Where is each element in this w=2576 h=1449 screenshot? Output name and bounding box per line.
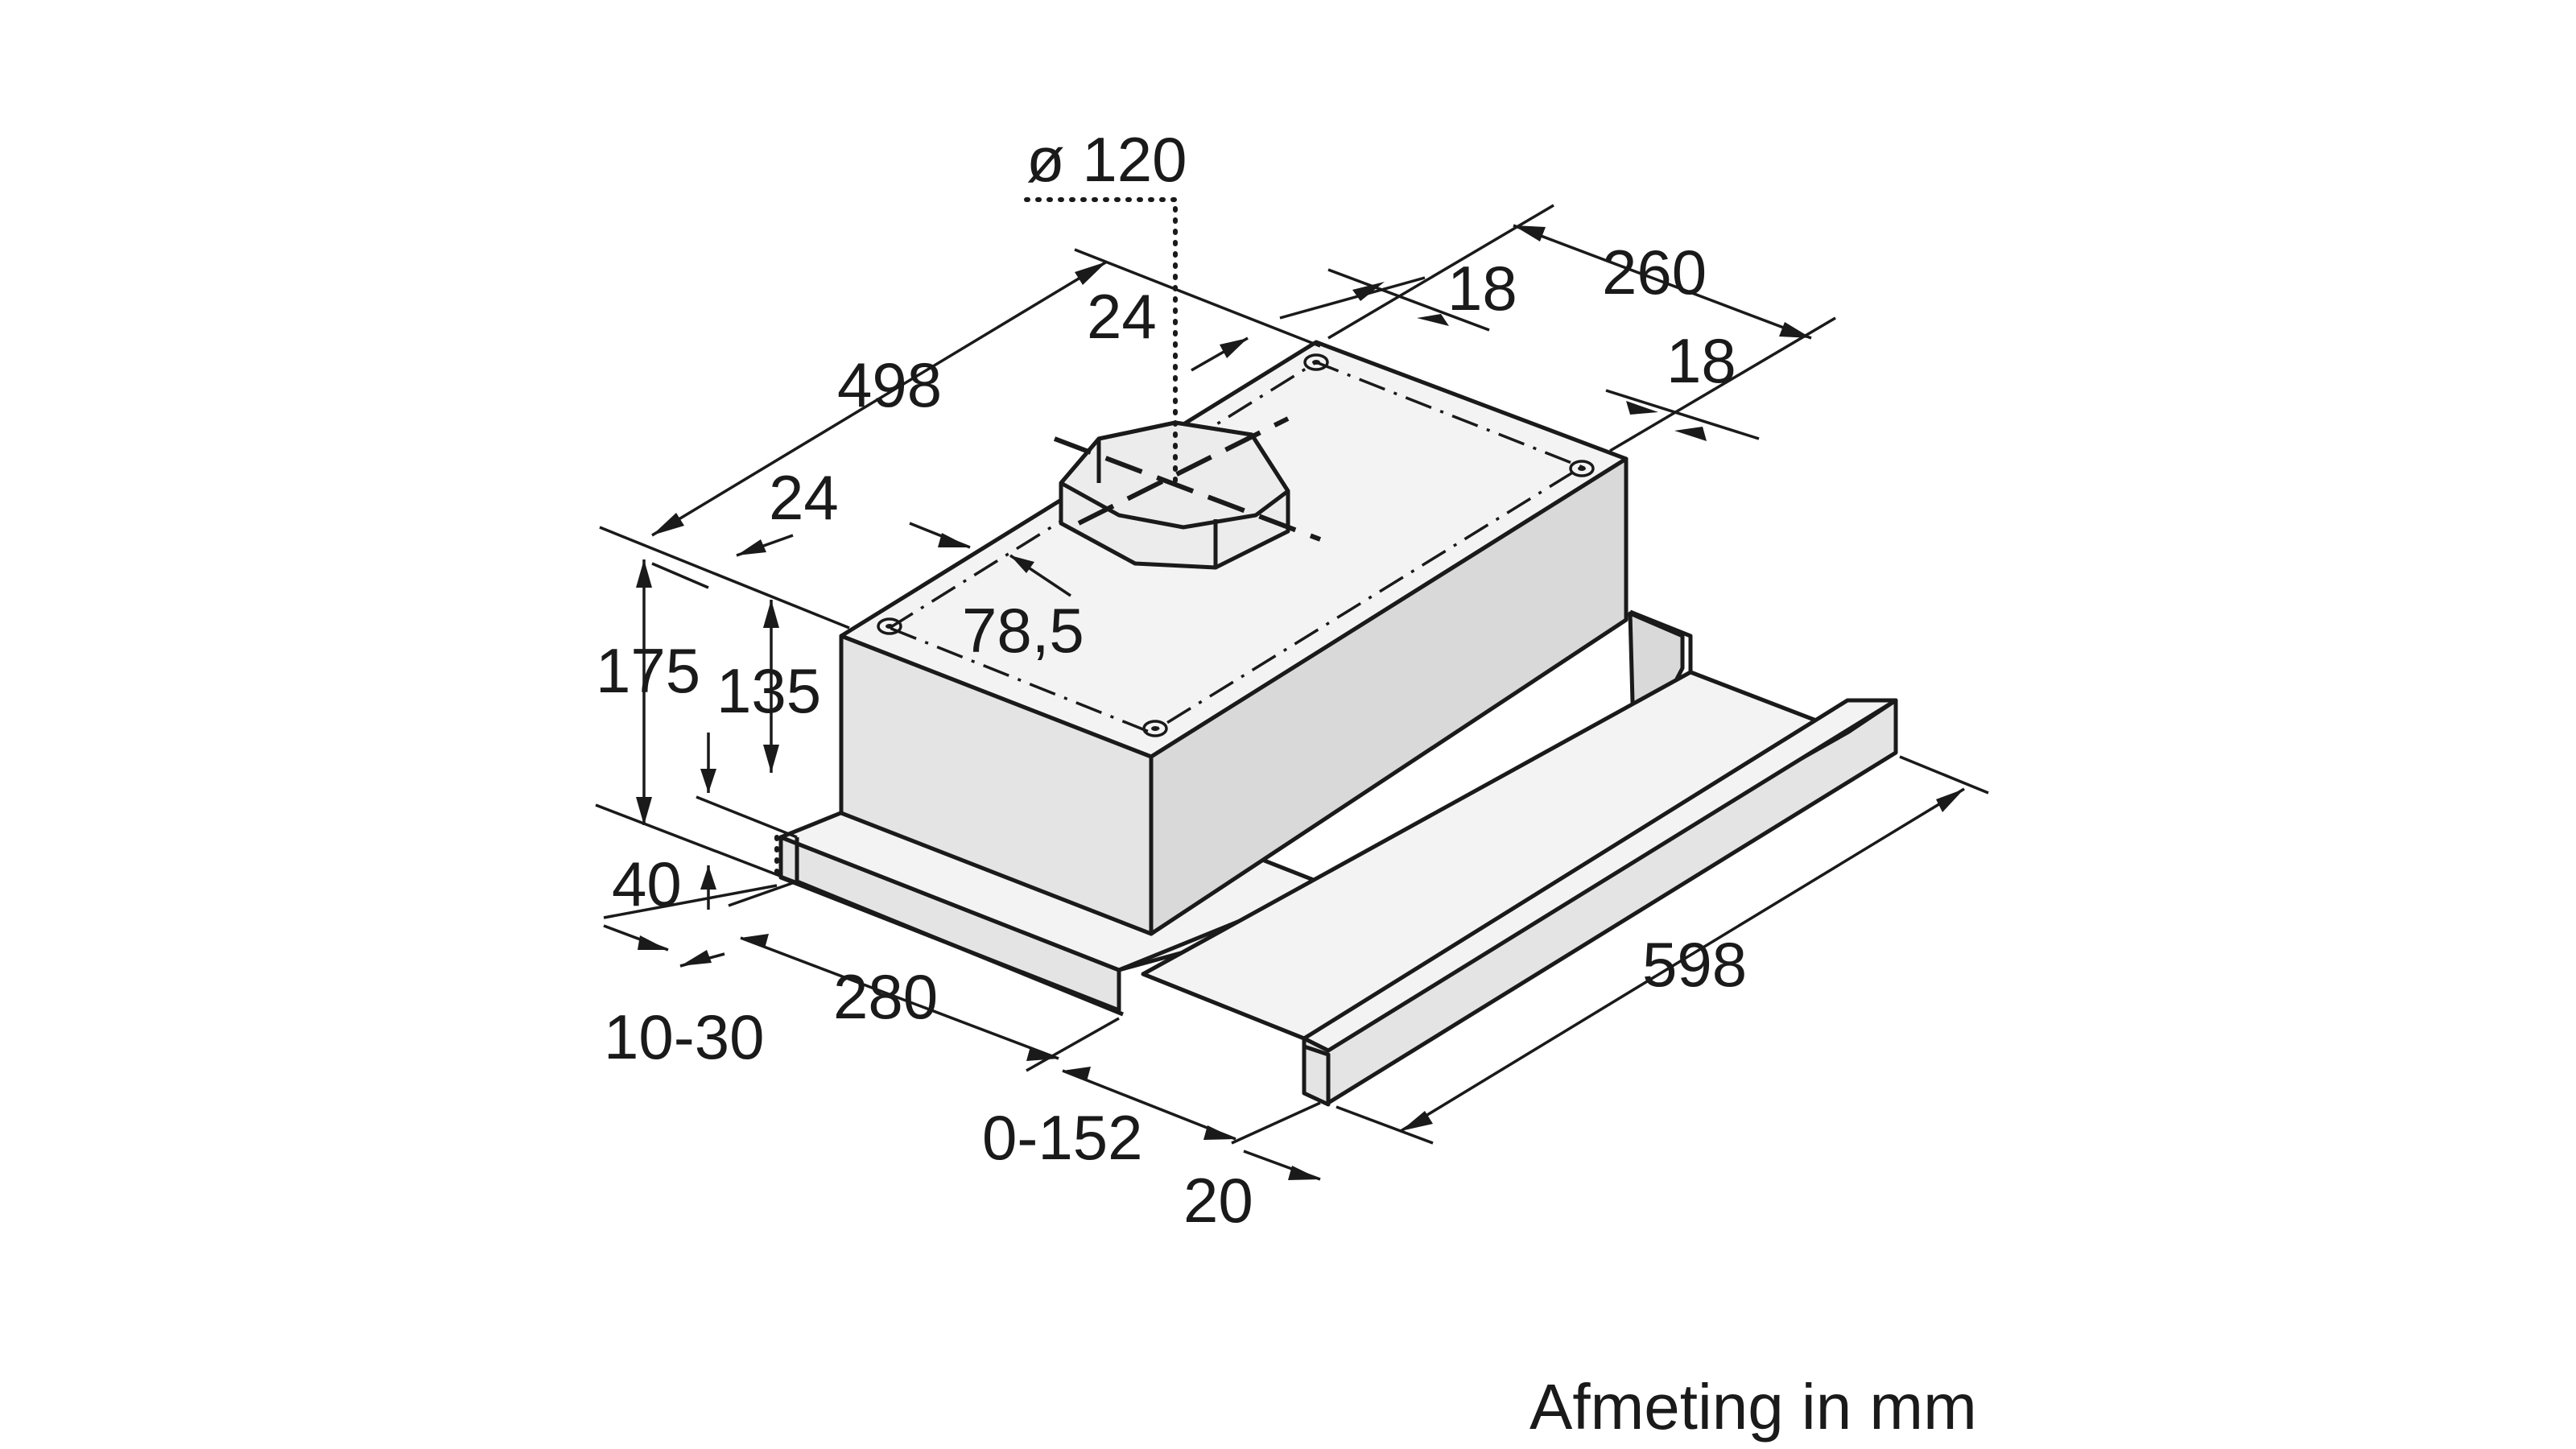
label-duct-offset: 78,5: [962, 595, 1084, 666]
dimension-labels: ø 120 260 18 18 24 498 24 78,5 175 135 4…: [596, 124, 1747, 1236]
label-depth-overall: 260: [1602, 237, 1707, 308]
label-height-body: 135: [716, 655, 821, 726]
duct-axis-2: [1077, 416, 1290, 526]
label-inset-front: 24: [769, 462, 839, 533]
label-edge-offset-top: 18: [1447, 253, 1517, 324]
label-wall-gap: 10-30: [604, 1001, 765, 1072]
duct-diameter-leader: [1024, 197, 1178, 485]
label-depth-body: 280: [833, 961, 938, 1032]
mounting-hole-left: [877, 617, 902, 635]
hood-outline: [774, 340, 1898, 1107]
mounting-hole-right: [1569, 460, 1595, 477]
label-width-total: 598: [1642, 929, 1747, 1000]
duct-axis-1: [1053, 436, 1322, 542]
front-panel-top: [1302, 698, 1898, 1053]
label-width-body: 498: [837, 349, 942, 420]
dimension-lines: [595, 197, 1989, 1181]
label-height-total: 175: [596, 635, 700, 706]
label-height-front: 40: [612, 848, 682, 919]
mounting-hole-front: [1142, 720, 1168, 737]
label-front-panel: 20: [1183, 1165, 1253, 1236]
label-inset-rear: 24: [1087, 281, 1157, 352]
label-edge-offset-right: 18: [1666, 325, 1736, 396]
units-caption: Afmeting in mm: [1530, 1371, 1977, 1443]
front-panel-bar: [1302, 1044, 1331, 1107]
label-duct-diameter: ø 120: [1026, 124, 1187, 195]
mounting-hole-rear: [1303, 353, 1329, 371]
body-right: [1149, 456, 1629, 936]
label-extension: 0-152: [982, 1102, 1143, 1173]
